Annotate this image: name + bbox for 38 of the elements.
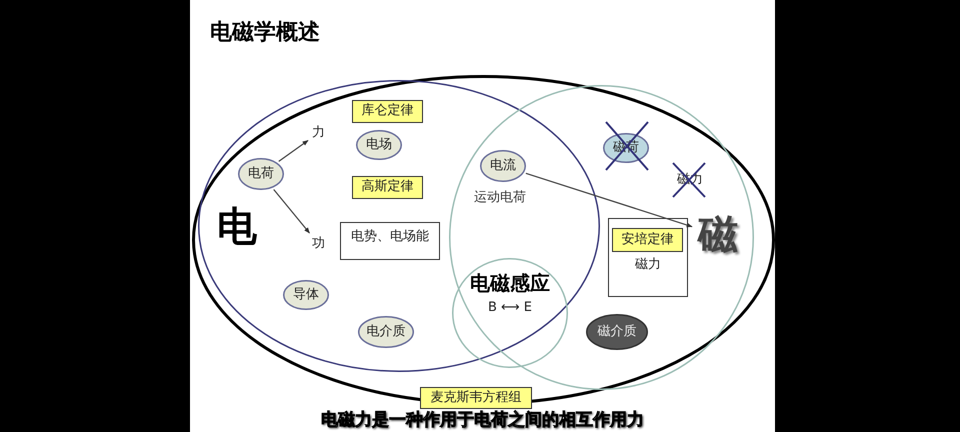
concept-ellipse	[586, 314, 648, 350]
arrow	[278, 140, 308, 162]
node-label: 电荷	[248, 166, 274, 182]
node-label: 高斯定律	[362, 180, 414, 195]
node-label: 电磁感应	[470, 272, 550, 295]
concept-box	[608, 218, 688, 297]
node-label: 电流	[490, 158, 516, 174]
node-label: 磁介质	[598, 324, 636, 340]
law-box	[612, 228, 683, 252]
concept-ellipse	[283, 280, 329, 310]
arrow	[526, 172, 693, 228]
term-label: 力	[312, 126, 325, 140]
term-label: 功	[312, 236, 325, 252]
node-label: 导体	[293, 288, 319, 302]
subtitle-text: 电磁力是一种作用于电荷之间的相互作用力	[320, 411, 645, 431]
caption-text: 运动电荷	[474, 191, 526, 206]
relation-label: B ⟷ E	[488, 301, 532, 316]
node-label: 安培定律	[622, 232, 674, 248]
node-label: 麦克斯韦方程组	[430, 390, 522, 406]
concept-box	[340, 222, 440, 260]
law-box	[352, 176, 423, 199]
concept-ellipse	[238, 158, 284, 190]
induction-circle	[452, 258, 568, 368]
law-box	[420, 387, 532, 409]
node-label: 库仑定律	[362, 104, 414, 119]
arrow	[273, 189, 310, 234]
concept-ellipse	[480, 150, 526, 182]
outer-ellipse	[192, 75, 775, 405]
node-label: 电介质	[366, 324, 406, 340]
node-label: 电势、电场能	[351, 230, 429, 244]
law-box	[352, 100, 423, 123]
node-label: 电场	[366, 138, 392, 152]
concept-ellipse	[356, 130, 402, 160]
slide-title: 电磁学概述	[210, 20, 320, 46]
node-label: 磁力	[635, 258, 661, 273]
big-character: 磁	[698, 212, 738, 258]
concept-ellipse	[358, 316, 414, 348]
big-character: 电	[217, 204, 257, 250]
